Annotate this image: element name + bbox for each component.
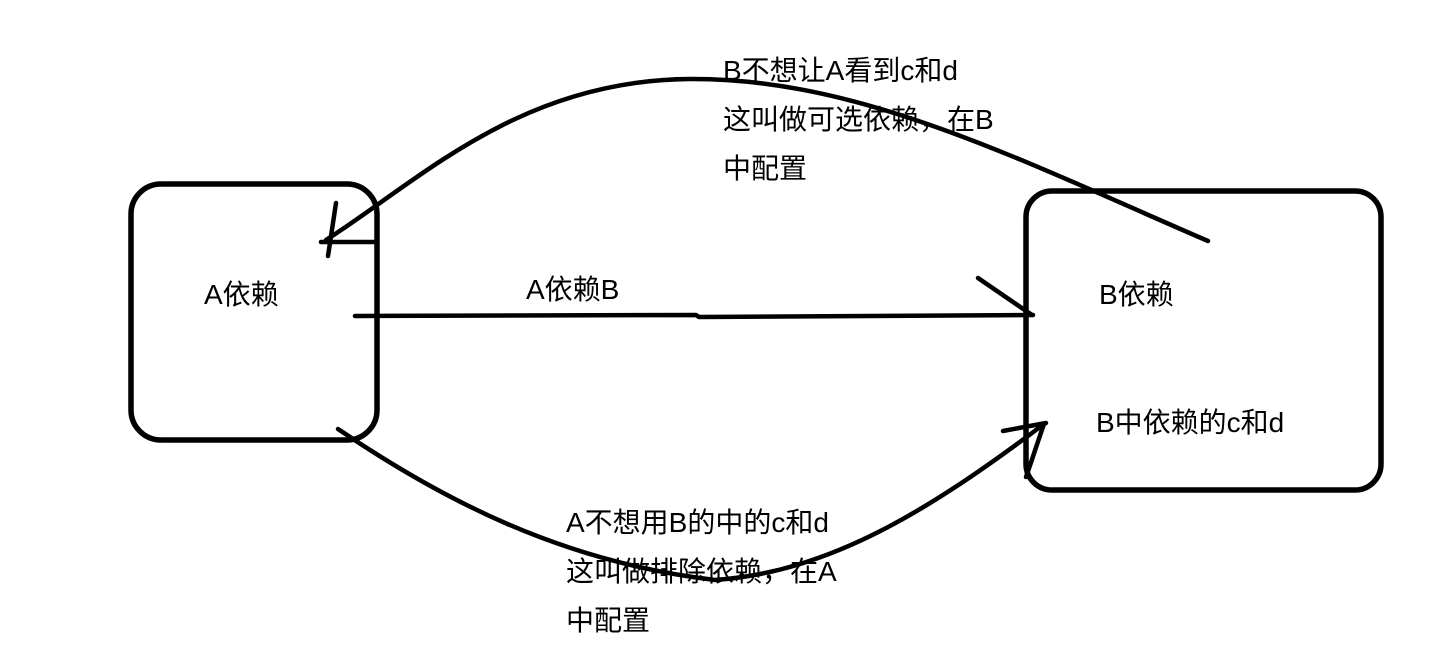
arc-optional-arrowhead-barb-vertical: [325, 200, 339, 259]
arc-exclude-arrowhead-barb-vertical: [1023, 421, 1047, 480]
exclude-dependency-note: A不想用B的中的c和d 这叫做排除依赖，在A 中配置: [566, 498, 837, 645]
arc-exclude-dependency: [335, 421, 1047, 583]
exclude-note-line-3: 中配置: [566, 605, 651, 636]
arrow-a-to-b-line: [352, 312, 1036, 320]
arc-optional-dependency: [323, 76, 1211, 244]
optional-note-line-2: 这叫做可选依赖，在B: [723, 104, 994, 135]
box-b-content-label: B中依赖的c和d: [1096, 407, 1285, 438]
exclude-note-line-2: 这叫做排除依赖，在A: [566, 556, 837, 587]
arrow-a-to-b-label: A依赖B: [526, 274, 620, 305]
box-b-outline: [1023, 188, 1384, 493]
arc-exclude-arrowhead-barb-horizontal: [1000, 420, 1049, 434]
optional-note-line-3: 中配置: [723, 153, 808, 184]
arrow-a-to-b-arrowhead: [975, 275, 1035, 318]
exclude-note-line-1: A不想用B的中的c和d: [566, 507, 829, 538]
optional-note-line-1: B不想让A看到c和d: [723, 55, 958, 86]
box-b-label: B依赖: [1099, 279, 1174, 310]
optional-dependency-note: B不想让A看到c和d 这叫做可选依赖，在B 中配置: [723, 46, 994, 193]
box-a-label: A依赖: [204, 279, 279, 310]
box-a-outline: [128, 181, 380, 443]
